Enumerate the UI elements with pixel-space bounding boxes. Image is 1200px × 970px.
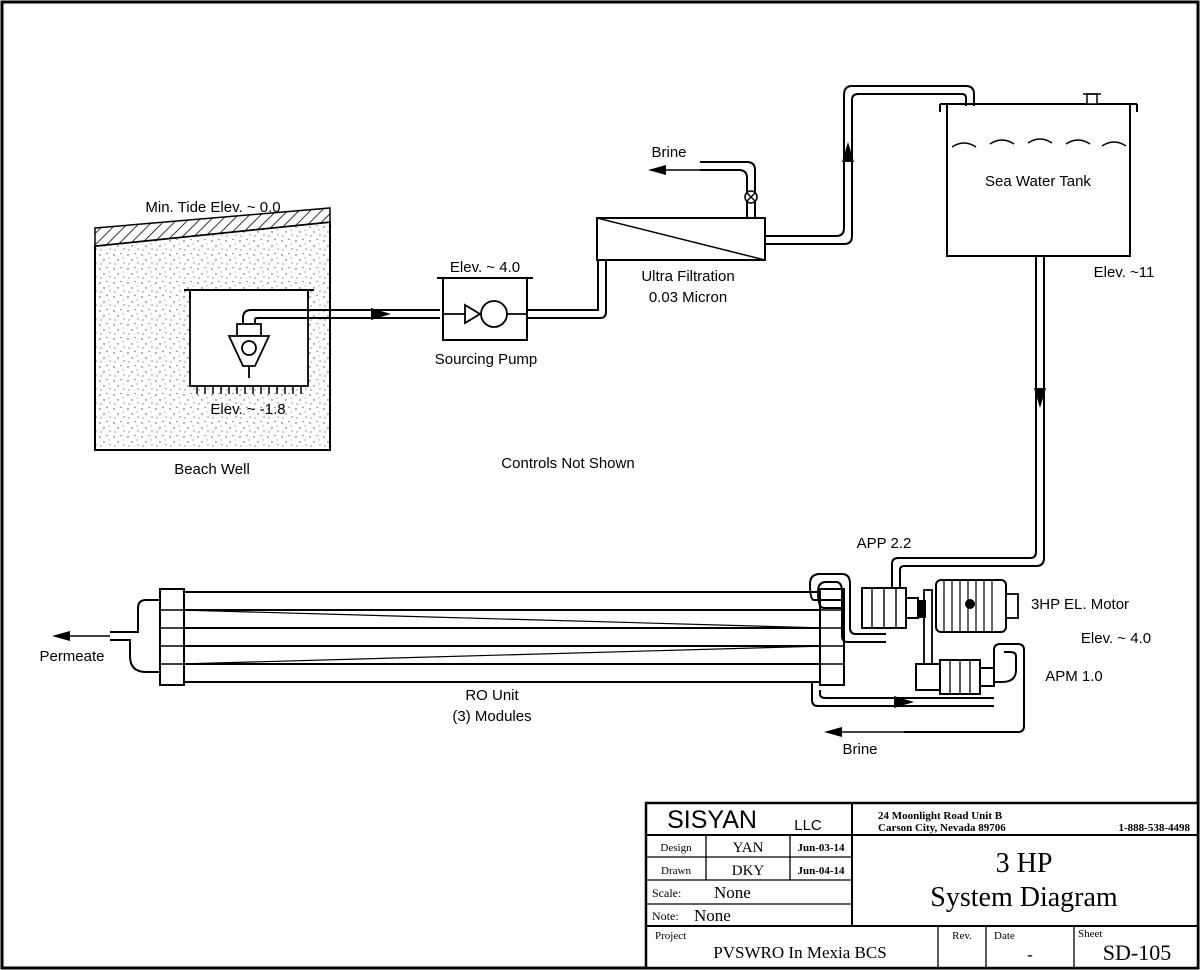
sheet-label: Sheet: [1078, 928, 1102, 940]
electric-motor-icon: [935, 579, 1019, 633]
min-tide-label: Min. Tide Elev. ~ 0.0: [145, 199, 280, 216]
ro-elevation-label: Elev. ~ 4.0: [1081, 630, 1151, 647]
ro-unit: [159, 588, 845, 686]
flow-arrow-right: [371, 308, 391, 320]
company-name: SISYAN: [667, 806, 757, 834]
date-value: -: [1027, 945, 1033, 964]
ro-label-line2: (3) Modules: [452, 708, 531, 725]
company-phone: 1-888-538-4498: [1119, 822, 1191, 834]
brine-bottom-label: Brine: [842, 741, 877, 758]
note-label: Note:: [652, 909, 679, 923]
company-suffix: LLC: [794, 817, 822, 834]
scale-label: Scale:: [652, 886, 681, 900]
apm-label: APM 1.0: [1045, 668, 1103, 685]
ultra-filtration-unit: [596, 217, 766, 261]
company-address-2: Carson City, Nevada 89706: [878, 822, 1006, 834]
project-value: PVSWRO In Mexia BCS: [713, 943, 886, 962]
drawn-name: DKY: [732, 863, 765, 879]
project-label: Project: [655, 930, 686, 942]
design-name: YAN: [733, 840, 764, 856]
ro-module-1: [163, 591, 841, 611]
note-value: None: [694, 906, 731, 925]
flow-arrow-up: [842, 142, 854, 162]
ro-label-line1: RO Unit: [465, 687, 519, 704]
app-label: APP 2.2: [857, 535, 912, 552]
submersible-pump-icon: [227, 323, 271, 378]
permeate-arrow-left: [52, 631, 70, 641]
title-block: [644, 801, 1200, 970]
flow-arrow-down: [1034, 388, 1046, 408]
sea-water-tank-label: Sea Water Tank: [985, 173, 1091, 190]
permeate-label: Permeate: [39, 648, 104, 665]
well-screen: [196, 386, 302, 394]
design-label: Design: [660, 842, 692, 854]
well-elevation-label: Elev. ~ -1.8: [210, 401, 285, 418]
brine-arrow-left-ro: [824, 727, 842, 737]
rev-label: Rev.: [952, 930, 972, 942]
sea-water-tank: [939, 93, 1138, 257]
design-date: Jun-03-14: [797, 842, 845, 854]
scale-value: None: [714, 883, 751, 902]
flow-arrow-right-ro: [894, 696, 914, 708]
sourcing-pump: [437, 277, 533, 341]
uf-label-line1: Ultra Filtration: [641, 268, 734, 285]
apm-unit: [915, 659, 995, 695]
tank-elevation-label: Elev. ~11: [1094, 264, 1155, 281]
brine-arrow-left: [648, 165, 666, 175]
brine-top-label: Brine: [651, 144, 686, 161]
beach-well: [94, 207, 440, 451]
brine-valve-icon: [744, 190, 758, 204]
controls-note: Controls Not Shown: [501, 455, 634, 472]
app-pump: [861, 587, 919, 629]
date-label: Date: [994, 930, 1015, 942]
drawn-label: Drawn: [661, 865, 691, 877]
drawing-title-line1: 3 HP: [996, 848, 1053, 879]
sheet-number: SD-105: [1103, 940, 1171, 965]
beach-well-label: Beach Well: [174, 461, 250, 478]
drawn-date: Jun-04-14: [797, 865, 845, 877]
uf-label-line2: 0.03 Micron: [649, 289, 727, 306]
pump-elevation-label: Elev. ~ 4.0: [450, 259, 520, 276]
sourcing-pump-label: Sourcing Pump: [435, 351, 538, 368]
ro-module-2: [163, 627, 841, 647]
motor-label: 3HP EL. Motor: [1031, 596, 1129, 613]
ro-module-3: [163, 663, 841, 683]
pump-icon: [480, 300, 508, 328]
drawing-title-line2: System Diagram: [930, 882, 1118, 913]
check-valve-icon: [464, 303, 482, 325]
company-address-1: 24 Moonlight Road Unit B: [878, 810, 1003, 822]
